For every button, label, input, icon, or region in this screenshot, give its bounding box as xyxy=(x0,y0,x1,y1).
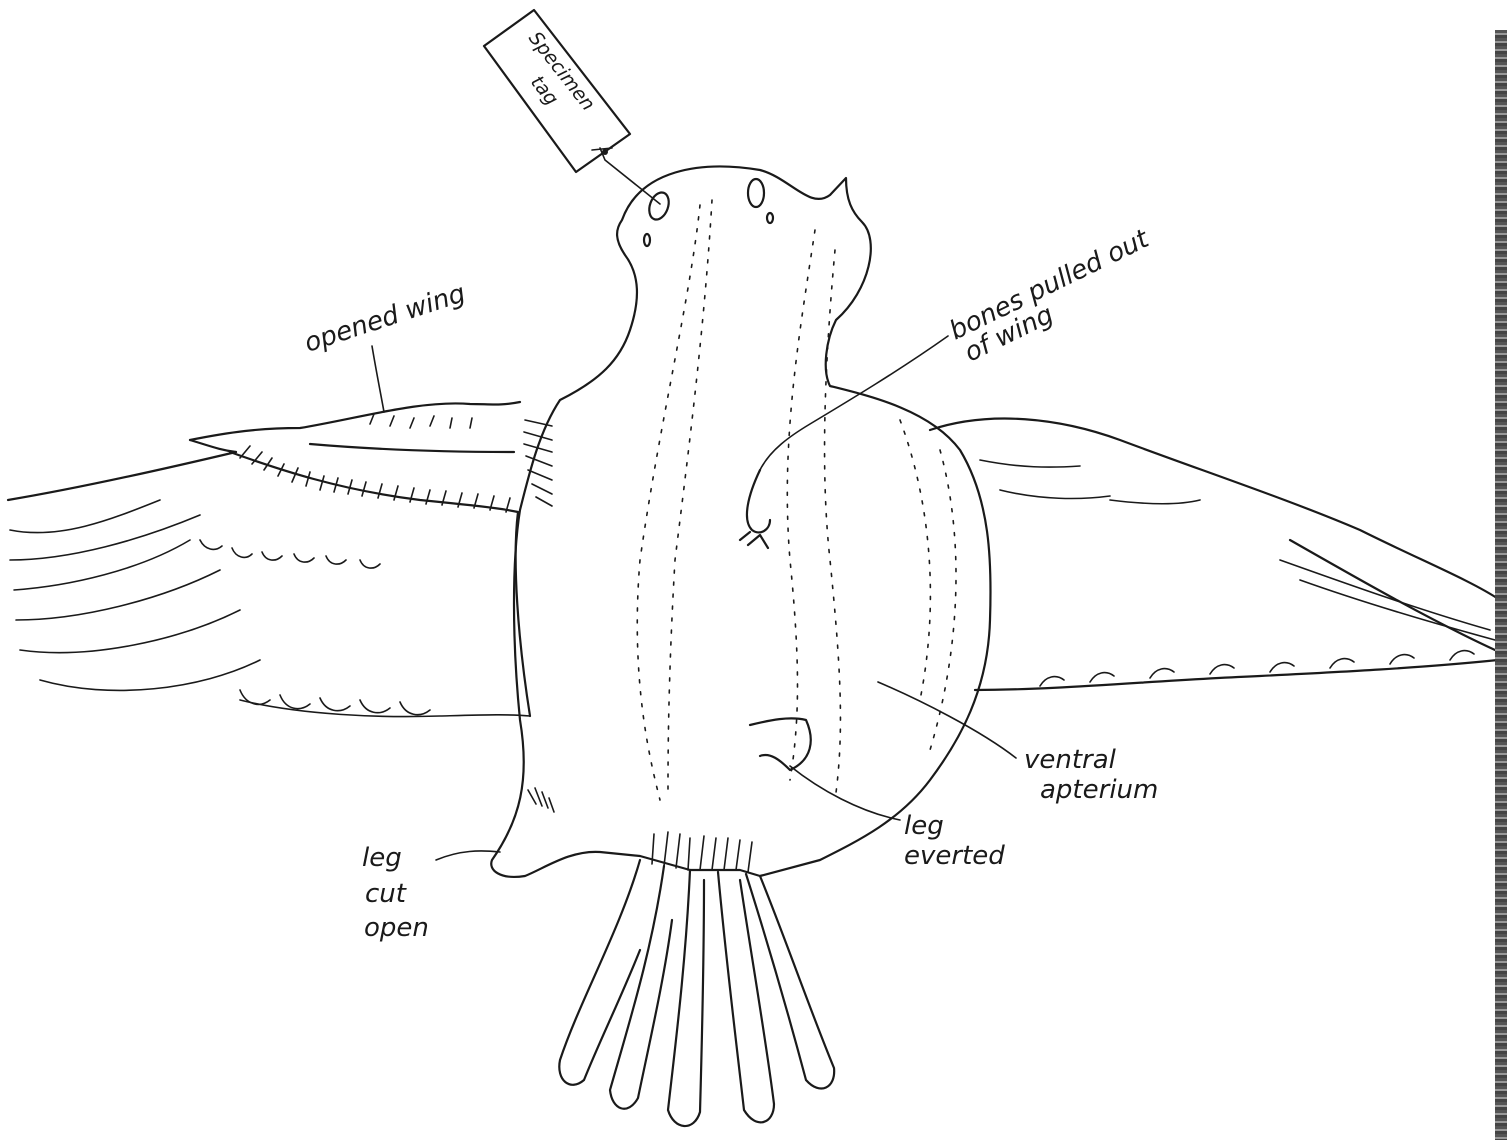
right-wing xyxy=(930,419,1500,690)
leader-lines xyxy=(372,336,1016,860)
tail xyxy=(559,832,834,1126)
label-opened-wing: opened wing xyxy=(301,278,469,358)
label-ventral-1: ventral xyxy=(1024,745,1117,775)
left-wing-opened xyxy=(8,402,530,717)
specimen-tag: Specimen tag xyxy=(484,10,660,204)
specimen-tag-text-1: Specimen xyxy=(524,28,599,115)
label-leg-everted-1: leg xyxy=(904,811,944,841)
bird-body xyxy=(491,167,990,877)
label-leg-cut-3: open xyxy=(364,913,429,943)
label-leg-cut-2: cut xyxy=(365,879,407,909)
label-leg-cut-1: leg xyxy=(362,843,402,873)
scanned-page-edge xyxy=(1495,30,1507,1140)
label-ventral-2: apterium xyxy=(1040,775,1158,805)
label-leg-everted-2: everted xyxy=(904,841,1005,871)
